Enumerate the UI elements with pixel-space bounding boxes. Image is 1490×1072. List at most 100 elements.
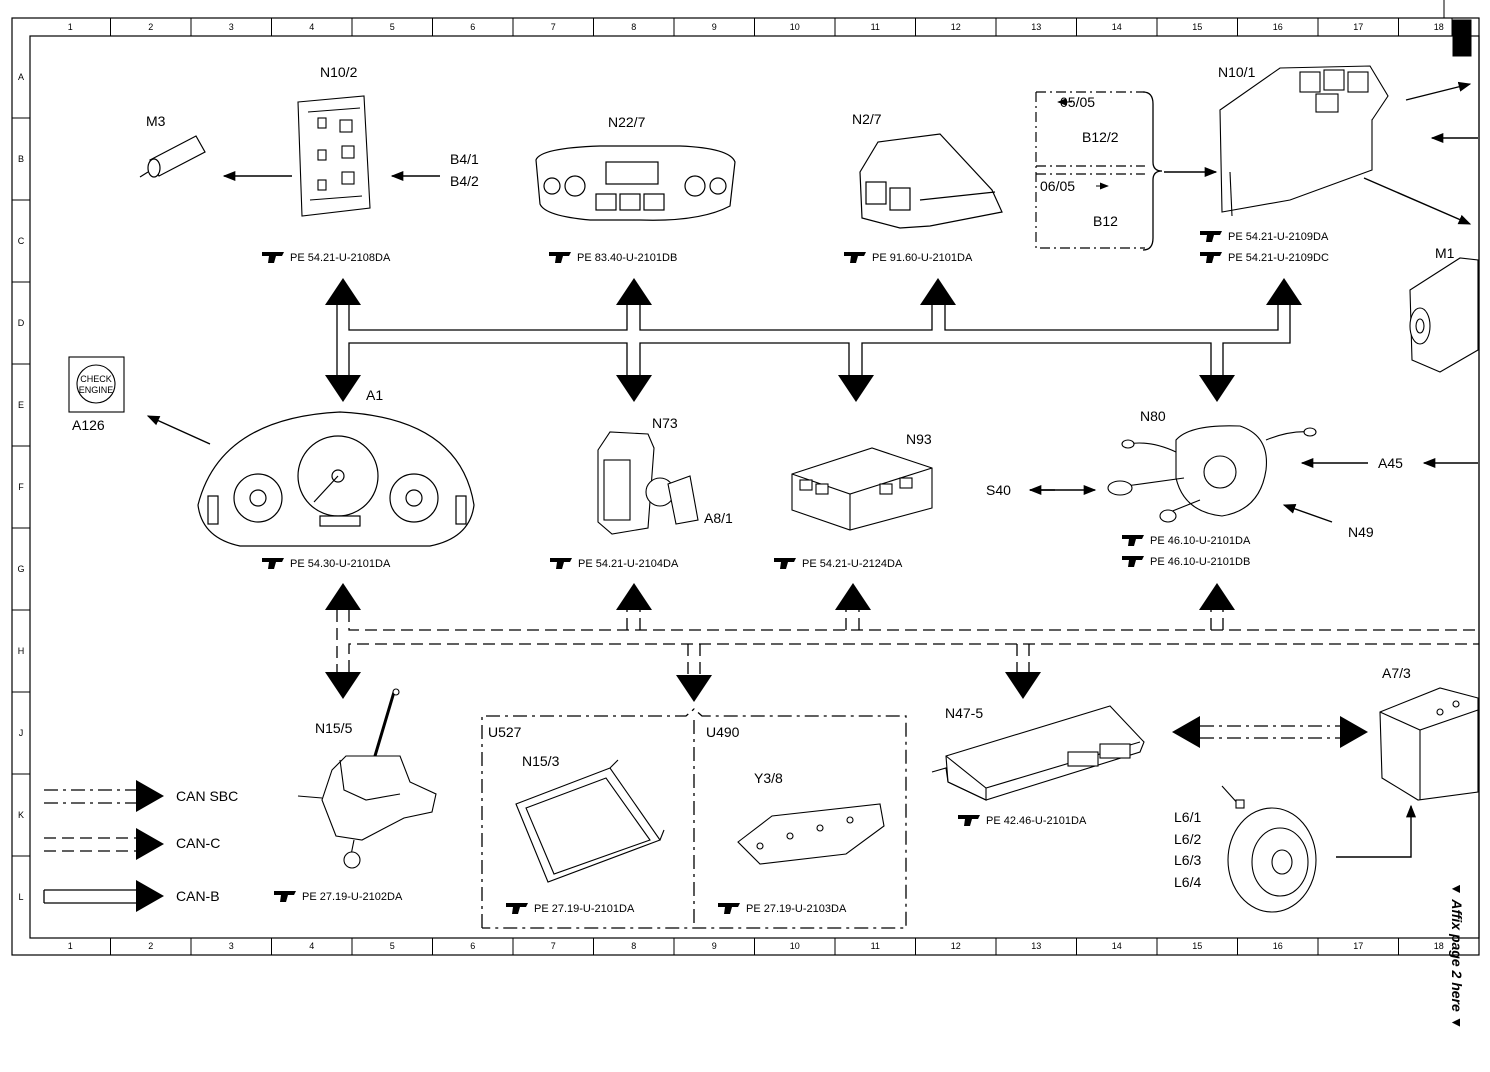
reference-book-icon — [1122, 535, 1144, 546]
component-labels: M3 N10/2 B4/1 B4/2 N22/7 N2/7 05/05 B12/… — [72, 64, 1455, 890]
reference-book-icon — [844, 252, 866, 263]
reference-book-icon — [550, 558, 572, 569]
n22-7-control-panel — [535, 145, 736, 221]
affix-page-note: ▼ Affix page 2 here ▼ — [1449, 882, 1465, 1030]
column-label-top: 18 — [1434, 22, 1444, 32]
legend-arrowheads — [136, 780, 164, 912]
column-label-top: 15 — [1192, 22, 1202, 32]
label-l6-1: L6/1 — [1174, 809, 1201, 825]
ref-a1: PE 54.30-U-2101DA — [290, 558, 391, 570]
ref-n47-5: PE 42.46-U-2101DA — [986, 815, 1087, 827]
column-label-bottom: 8 — [631, 941, 636, 951]
column-label-top: 11 — [871, 22, 880, 32]
column-label-bottom: 15 — [1192, 941, 1202, 951]
label-l6-3: L6/3 — [1174, 852, 1201, 868]
reference-book-icon — [506, 903, 528, 914]
grid-labels: 1122334455667788991010111112121313141415… — [17, 22, 1443, 951]
lamp-text-2: ENGINE — [79, 385, 114, 395]
row-label: A — [18, 72, 24, 82]
label-s40: S40 — [986, 482, 1011, 498]
ref-n93: PE 54.21-U-2124DA — [802, 558, 903, 570]
label-n2-7: N2/7 — [852, 111, 882, 127]
row-label: C — [18, 236, 25, 246]
label-b4-2: B4/2 — [450, 173, 479, 189]
column-label-top: 7 — [551, 22, 556, 32]
n47-5-esp-unit — [931, 705, 1145, 801]
b12-variant-box — [1035, 91, 1145, 249]
a1-instrument-cluster — [197, 411, 475, 547]
column-label-bottom: 3 — [229, 941, 234, 951]
label-n15-3: N15/3 — [522, 753, 560, 769]
label-y3-8: Y3/8 — [754, 770, 783, 786]
ref-n73: PE 54.21-U-2104DA — [578, 558, 679, 570]
n10-1-sam — [1219, 65, 1389, 217]
legend-can-b: CAN-B — [176, 888, 220, 904]
column-label-top: 10 — [790, 22, 800, 32]
m1-starter — [1409, 257, 1479, 373]
a7-3-hydraulic-unit — [1379, 687, 1479, 801]
reference-book-icon — [958, 815, 980, 826]
column-label-top: 3 — [229, 22, 234, 32]
column-label-bottom: 9 — [712, 941, 717, 951]
legend-labels: CAN SBC CAN-C CAN-B — [176, 788, 238, 904]
m3-motor — [139, 135, 206, 178]
can-b-bus-top — [336, 305, 1291, 375]
column-label-bottom: 6 — [470, 941, 475, 951]
reference-icons — [262, 231, 1222, 914]
row-label: K — [18, 810, 24, 820]
signal-arrows — [146, 81, 1478, 858]
column-label-bottom: 16 — [1273, 941, 1283, 951]
legend-can-sbc: CAN SBC — [176, 788, 238, 804]
reference-book-icon — [549, 252, 571, 263]
label-n47-5: N47-5 — [945, 705, 983, 721]
n73-ignition-switch — [597, 431, 699, 535]
legend — [43, 789, 136, 904]
column-label-top: 12 — [951, 22, 961, 32]
column-label-top: 16 — [1273, 22, 1283, 32]
row-label: L — [18, 892, 23, 902]
ref-n2-7: PE 91.60-U-2101DA — [872, 252, 973, 264]
label-l6-2: L6/2 — [1174, 831, 1201, 847]
column-label-bottom: 2 — [148, 941, 153, 951]
column-label-top: 6 — [470, 22, 475, 32]
reference-book-icon — [1200, 231, 1222, 242]
reference-labels: PE 54.21-U-2108DA PE 83.40-U-2101DB PE 9… — [290, 231, 1329, 915]
column-label-bottom: 10 — [790, 941, 800, 951]
a126-check-engine-lamp — [68, 356, 125, 413]
can-sbc-arrowheads — [1172, 716, 1368, 748]
label-a1: A1 — [366, 387, 383, 403]
label-a126: A126 — [72, 417, 105, 433]
y3-8-valve-body — [737, 803, 885, 865]
column-label-top: 14 — [1112, 22, 1122, 32]
label-n73: N73 — [652, 415, 678, 431]
row-label: F — [18, 482, 24, 492]
label-m1: M1 — [1435, 245, 1455, 261]
ref-n15-5: PE 27.19-U-2102DA — [302, 891, 403, 903]
n15-5-gear-selector — [297, 688, 437, 869]
row-label: H — [18, 646, 25, 656]
reference-book-icon — [1200, 252, 1222, 263]
n2-7-airbag-unit — [859, 133, 1003, 229]
label-n15-5: N15/5 — [315, 720, 353, 736]
l6-wheel-speed-sensor — [1221, 785, 1317, 913]
label-0605: 06/05 — [1040, 178, 1075, 194]
column-label-top: 17 — [1353, 22, 1363, 32]
label-l6-4: L6/4 — [1174, 874, 1201, 890]
ref-n80-b: PE 46.10-U-2101DB — [1150, 556, 1250, 568]
label-a45: A45 — [1378, 455, 1403, 471]
ref-n22-7: PE 83.40-U-2101DB — [577, 252, 677, 264]
n93-module — [791, 447, 933, 531]
can-sbc-box — [481, 708, 1340, 929]
label-n49: N49 — [1348, 524, 1374, 540]
ref-n10-1-a: PE 54.21-U-2109DA — [1228, 231, 1329, 243]
column-label-bottom: 12 — [951, 941, 961, 951]
column-label-bottom: 4 — [309, 941, 314, 951]
n10-2-module — [297, 95, 371, 217]
label-u527: U527 — [488, 724, 522, 740]
reference-book-icon — [1122, 556, 1144, 567]
ref-n10-1-b: PE 54.21-U-2109DC — [1228, 252, 1329, 264]
column-label-bottom: 1 — [68, 941, 73, 951]
row-label: E — [18, 400, 24, 410]
ref-n10-2: PE 54.21-U-2108DA — [290, 252, 391, 264]
column-label-bottom: 14 — [1112, 941, 1122, 951]
